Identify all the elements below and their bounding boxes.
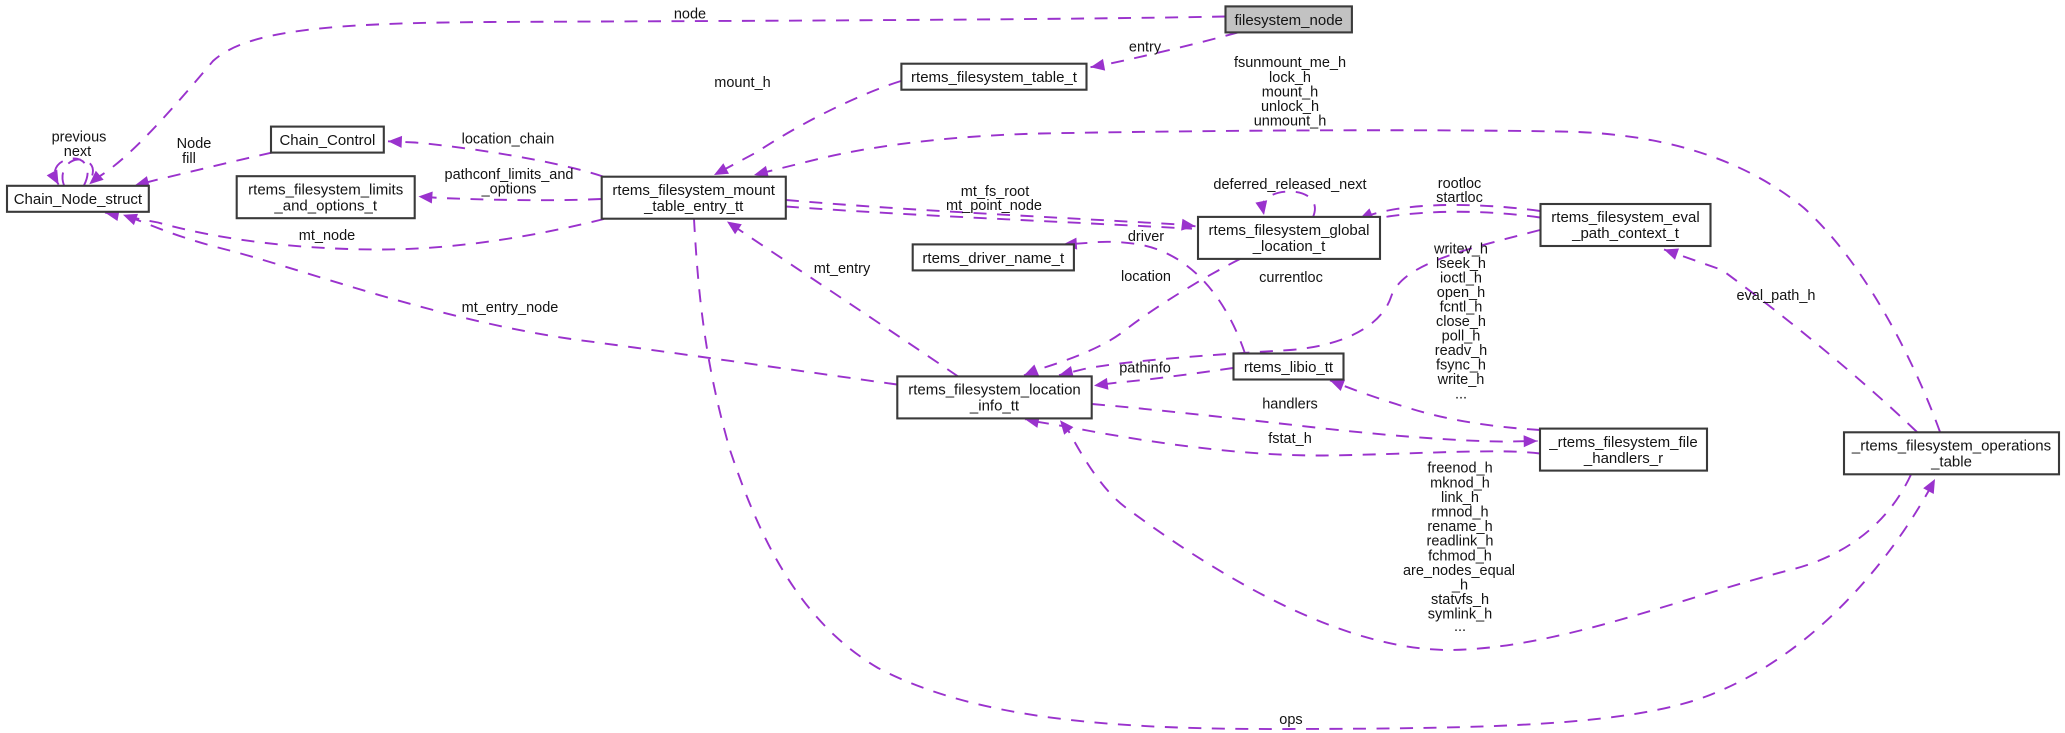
- svg-text:rtems_filesystem_global: rtems_filesystem_global: [1209, 222, 1370, 239]
- svg-text:_rtems_filesystem_file: _rtems_filesystem_file: [1548, 434, 1697, 451]
- svg-text:eval_path_h: eval_path_h: [1736, 288, 1815, 304]
- svg-text:...: ...: [1454, 619, 1466, 635]
- svg-text:rmnod_h: rmnod_h: [1431, 505, 1488, 521]
- svg-text:rename_h: rename_h: [1427, 519, 1492, 535]
- svg-text:_handlers_r: _handlers_r: [1583, 450, 1663, 467]
- svg-text:link_h: link_h: [1441, 490, 1479, 506]
- svg-text:currentloc: currentloc: [1259, 270, 1323, 286]
- svg-text:Node: Node: [177, 136, 212, 152]
- svg-text:rootloc: rootloc: [1438, 176, 1482, 192]
- svg-text:fsync_h: fsync_h: [1436, 358, 1486, 374]
- svg-text:rtems_filesystem_location: rtems_filesystem_location: [908, 382, 1081, 399]
- svg-text:rtems_driver_name_t: rtems_driver_name_t: [922, 250, 1065, 267]
- svg-text:lock_h: lock_h: [1269, 70, 1311, 86]
- svg-text:open_h: open_h: [1437, 285, 1485, 301]
- svg-text:handlers: handlers: [1262, 397, 1318, 413]
- svg-text:filesystem_node: filesystem_node: [1234, 12, 1342, 29]
- svg-text:location_chain: location_chain: [462, 132, 555, 148]
- svg-text:fcntl_h: fcntl_h: [1440, 300, 1483, 316]
- svg-text:...: ...: [1455, 387, 1467, 403]
- svg-text:ioctl_h: ioctl_h: [1440, 271, 1482, 287]
- svg-text:fchmod_h: fchmod_h: [1428, 548, 1492, 564]
- svg-text:pathinfo: pathinfo: [1119, 361, 1171, 377]
- svg-text:previous: previous: [52, 129, 107, 145]
- svg-text:lseek_h: lseek_h: [1436, 256, 1486, 272]
- svg-text:freenod_h: freenod_h: [1427, 461, 1492, 477]
- svg-text:mt_point_node: mt_point_node: [946, 198, 1042, 214]
- svg-text:are_nodes_equal: are_nodes_equal: [1403, 563, 1515, 579]
- svg-text:rtems_filesystem_limits: rtems_filesystem_limits: [248, 181, 403, 198]
- svg-text:rtems_filesystem_mount: rtems_filesystem_mount: [612, 182, 775, 199]
- svg-text:_path_context_t: _path_context_t: [1571, 225, 1680, 242]
- svg-text:mt_entry_node: mt_entry_node: [462, 300, 559, 316]
- svg-text:driver: driver: [1128, 229, 1164, 245]
- svg-text:pathconf_limits_and: pathconf_limits_and: [445, 167, 574, 183]
- svg-text:poll_h: poll_h: [1442, 329, 1481, 345]
- svg-text:_info_tt: _info_tt: [969, 398, 1020, 415]
- svg-text:mt_entry: mt_entry: [814, 261, 871, 277]
- svg-text:ops: ops: [1279, 712, 1302, 728]
- svg-text:_h: _h: [1451, 578, 1468, 594]
- svg-text:writev_h: writev_h: [1433, 242, 1488, 258]
- svg-text:_rtems_filesystem_operations: _rtems_filesystem_operations: [1851, 438, 2051, 455]
- svg-text:mt_node: mt_node: [299, 228, 355, 244]
- svg-text:location: location: [1121, 269, 1171, 285]
- svg-text:mount_h: mount_h: [1262, 85, 1318, 101]
- svg-text:unmount_h: unmount_h: [1254, 114, 1327, 130]
- svg-text:_and_options_t: _and_options_t: [273, 197, 377, 214]
- svg-text:_location_t: _location_t: [1252, 238, 1326, 255]
- svg-text:readlink_h: readlink_h: [1427, 534, 1494, 550]
- svg-text:rtems_filesystem_table_t: rtems_filesystem_table_t: [911, 69, 1078, 86]
- svg-text:node: node: [674, 7, 706, 23]
- svg-text:_options: _options: [481, 182, 537, 198]
- svg-text:mt_fs_root: mt_fs_root: [961, 184, 1030, 200]
- svg-text:fill: fill: [182, 151, 196, 167]
- svg-text:readv_h: readv_h: [1435, 343, 1487, 359]
- svg-text:symlink_h: symlink_h: [1428, 607, 1492, 623]
- svg-text:statvfs_h: statvfs_h: [1431, 592, 1489, 608]
- svg-text:deferred_released_next: deferred_released_next: [1213, 177, 1366, 193]
- svg-text:mount_h: mount_h: [714, 75, 770, 91]
- svg-text:write_h: write_h: [1437, 372, 1485, 388]
- svg-text:mknod_h: mknod_h: [1430, 475, 1490, 491]
- svg-text:close_h: close_h: [1436, 314, 1486, 330]
- svg-text:Chain_Node_struct: Chain_Node_struct: [14, 191, 143, 208]
- svg-text:_table_entry_tt: _table_entry_tt: [643, 198, 744, 215]
- svg-text:rtems_filesystem_eval: rtems_filesystem_eval: [1551, 209, 1699, 226]
- svg-text:entry: entry: [1129, 40, 1162, 56]
- svg-text:rtems_libio_tt: rtems_libio_tt: [1244, 359, 1334, 376]
- svg-text:_table: _table: [1930, 454, 1972, 471]
- svg-text:Chain_Control: Chain_Control: [279, 132, 375, 149]
- svg-text:next: next: [64, 144, 91, 160]
- svg-text:fsunmount_me_h: fsunmount_me_h: [1234, 55, 1346, 71]
- svg-text:unlock_h: unlock_h: [1261, 99, 1319, 115]
- svg-text:fstat_h: fstat_h: [1268, 431, 1312, 447]
- svg-text:startloc: startloc: [1436, 190, 1483, 206]
